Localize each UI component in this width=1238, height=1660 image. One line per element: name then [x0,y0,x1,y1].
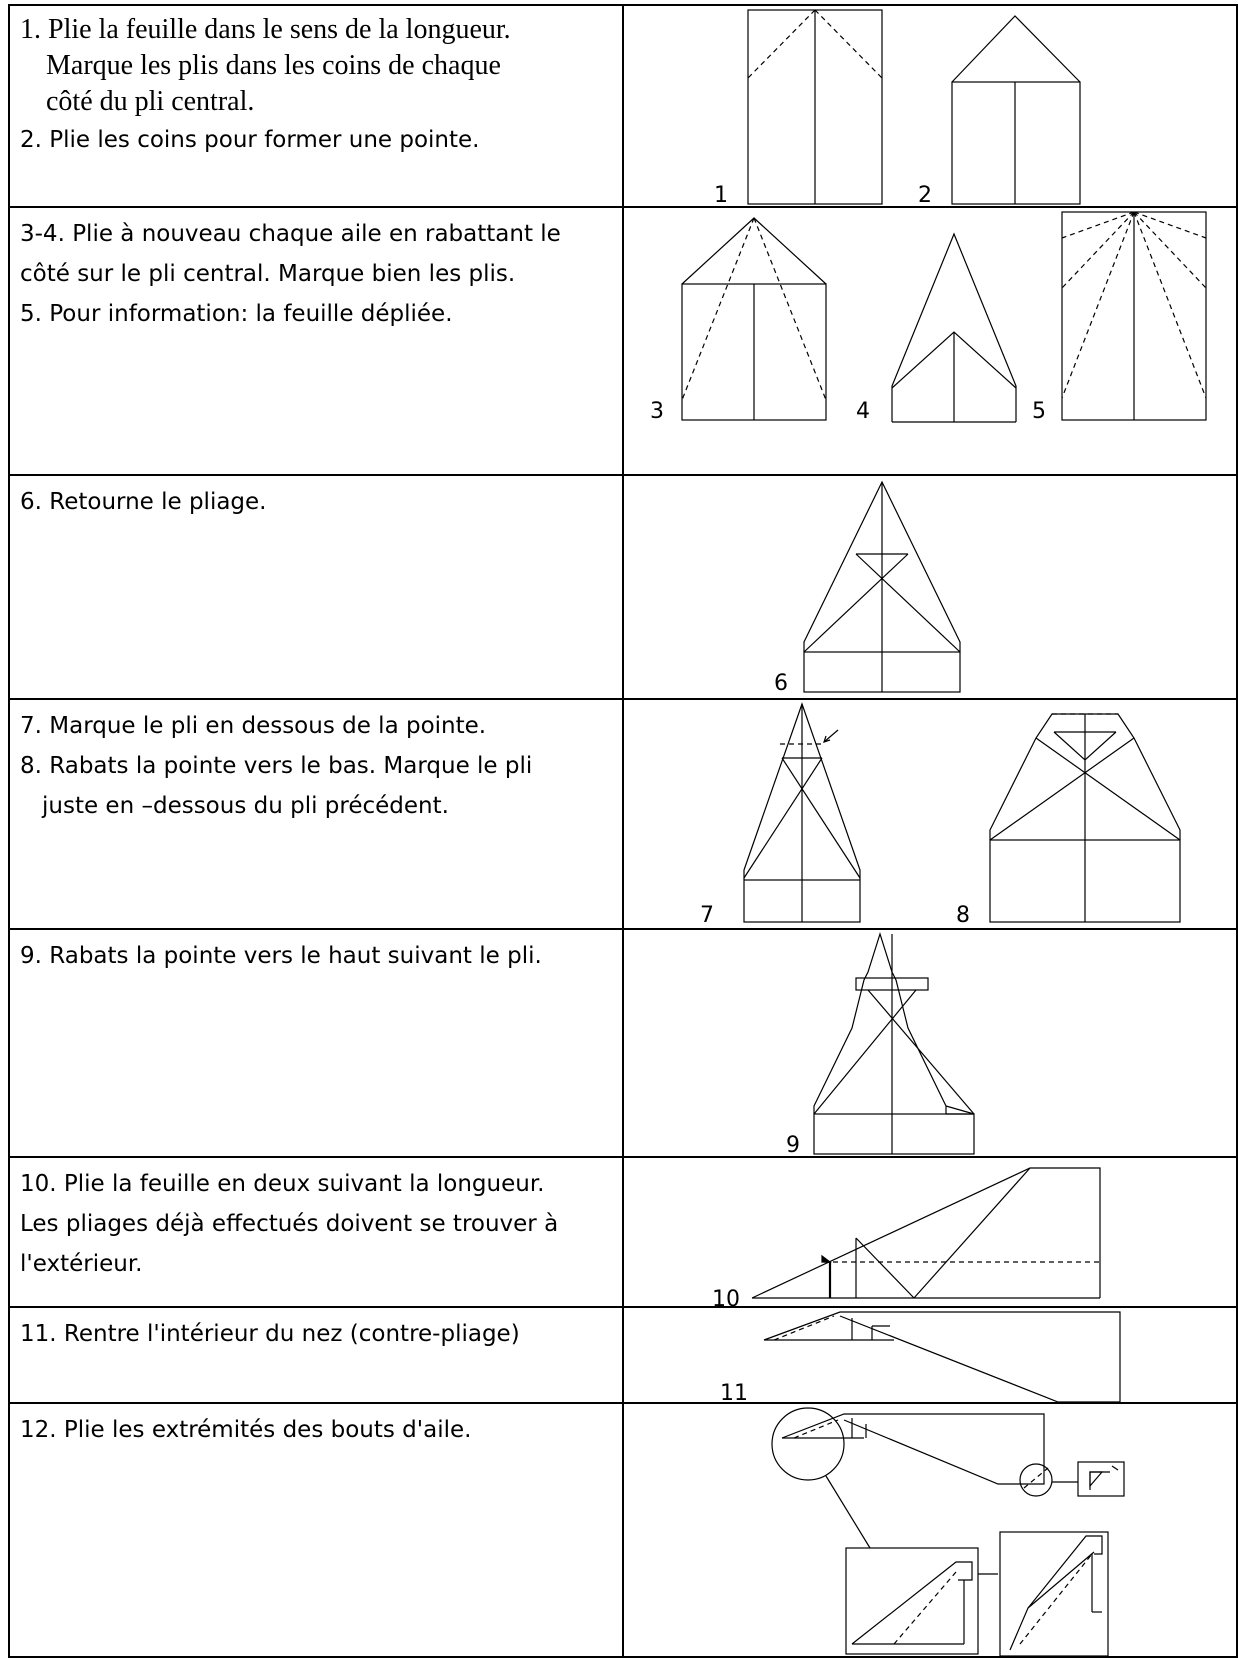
step-text-line: 3-4. Plie à nouveau chaque aile en rabat… [20,221,561,247]
step-text-line: 8. Rabats la pointe vers le bas. Marque … [20,753,533,779]
step-figure-cell: 3 4 5 [624,208,1236,474]
figure-label: 1 [714,183,728,208]
step-text-line: 9. Rabats la pointe vers le haut suivant… [20,943,542,969]
step-figure-cell: 6 [624,476,1236,698]
step-text-line: 11. Rentre l'intérieur du nez (contre-pl… [20,1321,520,1347]
step-row-9: 9. Rabats la pointe vers le haut suivant… [8,928,1238,1158]
step-figure-cell: 11 [624,1308,1236,1404]
figure-label: 3 [650,399,664,424]
step-figure-cell: 10 [624,1158,1236,1308]
step-text-cell: 6. Retourne le pliage. [10,476,624,698]
step-text-cell: 12. Plie les extrémités des bouts d'aile… [10,1404,624,1656]
figure-label: 9 [786,1133,800,1158]
step-figure-cell [624,1404,1236,1657]
step-text-line: 7. Marque le pli en dessous de la pointe… [20,713,487,739]
step-text-cell: 11. Rentre l'intérieur du nez (contre-pl… [10,1308,624,1402]
step-text-line: Les pliages déjà effectués doivent se tr… [20,1211,559,1237]
step-text-line: 12. Plie les extrémités des bouts d'aile… [20,1417,472,1443]
figure-label: 11 [720,1381,748,1404]
step-text-line: l'extérieur. [20,1251,143,1277]
step-text-line: juste en –dessous du pli précédent. [42,793,449,819]
folding-diagram-12 [771,1407,1125,1657]
figure-label: 10 [712,1287,740,1308]
step-row-11: 11. Rentre l'intérieur du nez (contre-pl… [8,1306,1238,1404]
step-text-line: 1. Plie la feuille dans le sens de la lo… [20,14,511,45]
figure-label: 4 [856,399,870,424]
folding-diagram-11: 11 [720,1311,1121,1404]
figure-label: 2 [918,183,932,208]
step-row-1-2: 1. Plie la feuille dans le sens de la lo… [8,4,1238,208]
step-text-cell: 10. Plie la feuille en deux suivant la l… [10,1158,624,1306]
step-row-10: 10. Plie la feuille en deux suivant la l… [8,1156,1238,1308]
folding-diagram-9: 9 [786,932,975,1158]
folding-diagram-3-5: 3 4 5 [650,211,1207,424]
step-row-12: 12. Plie les extrémités des bouts d'aile… [8,1402,1238,1658]
step-figure-cell: 9 [624,930,1236,1158]
step-row-7-8: 7. Marque le pli en dessous de la pointe… [8,698,1238,928]
step-text-line: 6. Retourne le pliage. [20,489,267,515]
figure-label: 7 [700,903,714,928]
folding-diagram-10: 10 [712,1167,1101,1308]
step-text-line: Marque les plis dans les coins de chaque [46,50,501,81]
step-text-line: 5. Pour information: la feuille dépliée. [20,301,453,327]
step-text-cell: 3-4. Plie à nouveau chaque aile en rabat… [10,208,624,474]
step-text-line: 10. Plie la feuille en deux suivant la l… [20,1171,545,1197]
folding-diagram-7-8: 7 8 [700,702,1181,928]
step-figure-cell: 1 2 [624,6,1236,208]
figure-label: 6 [774,671,788,696]
figure-label: 5 [1032,399,1046,424]
step-row-6: 6. Retourne le pliage. 6 [8,474,1238,698]
step-figure-cell: 7 8 [624,700,1236,928]
step-text-line: 2. Plie les coins pour former une pointe… [20,127,480,153]
step-text-cell: 9. Rabats la pointe vers le haut suivant… [10,930,624,1156]
figure-label: 8 [956,903,970,928]
step-row-3-5: 3-4. Plie à nouveau chaque aile en rabat… [8,206,1238,474]
step-text-cell: 7. Marque le pli en dessous de la pointe… [10,700,624,928]
step-text-cell: 1. Plie la feuille dans le sens de la lo… [10,6,624,206]
folding-diagram-1-2: 1 2 [714,9,1081,208]
step-text-line: côté sur le pli central. Marque bien les… [20,261,516,287]
step-text-line: côté du pli central. [46,86,255,117]
folding-diagram-6: 6 [774,480,961,696]
